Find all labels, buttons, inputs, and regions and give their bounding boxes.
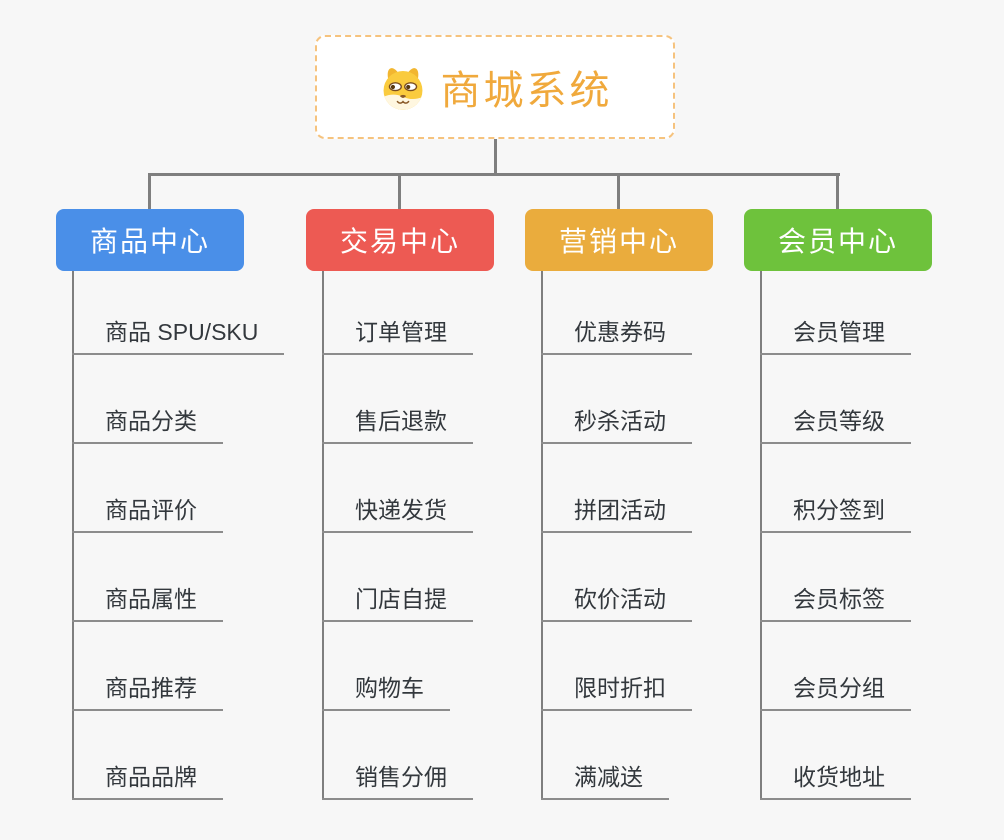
branch-item[interactable]: 销售分佣	[322, 754, 473, 800]
connector-drop	[148, 173, 151, 209]
branch-item[interactable]: 拼团活动	[541, 487, 692, 533]
branch-item[interactable]: 商品推荐	[72, 665, 223, 711]
branch-item[interactable]: 收货地址	[760, 754, 911, 800]
branch-item[interactable]: 售后退款	[322, 398, 473, 444]
branch-item[interactable]: 砍价活动	[541, 576, 692, 622]
branch-item[interactable]: 商品 SPU/SKU	[72, 309, 285, 355]
branch-spine	[541, 271, 543, 800]
branch-item[interactable]: 快递发货	[322, 487, 473, 533]
branch-item[interactable]: 商品分类	[72, 398, 223, 444]
branch-item[interactable]: 优惠券码	[541, 309, 692, 355]
dog-icon	[378, 62, 428, 112]
branch-header-4[interactable]: 会员中心	[744, 209, 932, 271]
branch-item[interactable]: 满减送	[541, 754, 669, 800]
connector-drop	[617, 173, 620, 209]
branch-spine	[760, 271, 762, 800]
branch-item[interactable]: 积分签到	[760, 487, 911, 533]
branch-item[interactable]: 门店自提	[322, 576, 473, 622]
branch-spine	[322, 271, 324, 800]
root-title: 商城系统	[440, 69, 613, 113]
branch-header-3[interactable]: 营销中心	[525, 209, 713, 271]
branch-item[interactable]: 商品品牌	[72, 754, 223, 800]
branch-item[interactable]: 会员管理	[760, 309, 911, 355]
branch-item[interactable]: 秒杀活动	[541, 398, 692, 444]
branch-header-2[interactable]: 交易中心	[306, 209, 494, 271]
branch-item[interactable]: 会员标签	[760, 576, 911, 622]
connector-drop	[398, 173, 401, 209]
branch-item[interactable]: 购物车	[322, 665, 450, 711]
branch-item[interactable]: 订单管理	[322, 309, 473, 355]
connector-drop	[836, 173, 839, 209]
connector-bus	[148, 173, 840, 176]
branch-item[interactable]: 商品属性	[72, 576, 223, 622]
branch-spine	[72, 271, 74, 800]
connector-root-stub	[494, 139, 497, 176]
root-node[interactable]: 商城系统	[315, 35, 675, 139]
branch-header-1[interactable]: 商品中心	[56, 209, 244, 271]
branch-item[interactable]: 会员等级	[760, 398, 911, 444]
branch-item[interactable]: 商品评价	[72, 487, 223, 533]
branch-item[interactable]: 会员分组	[760, 665, 911, 711]
branch-item[interactable]: 限时折扣	[541, 665, 692, 711]
